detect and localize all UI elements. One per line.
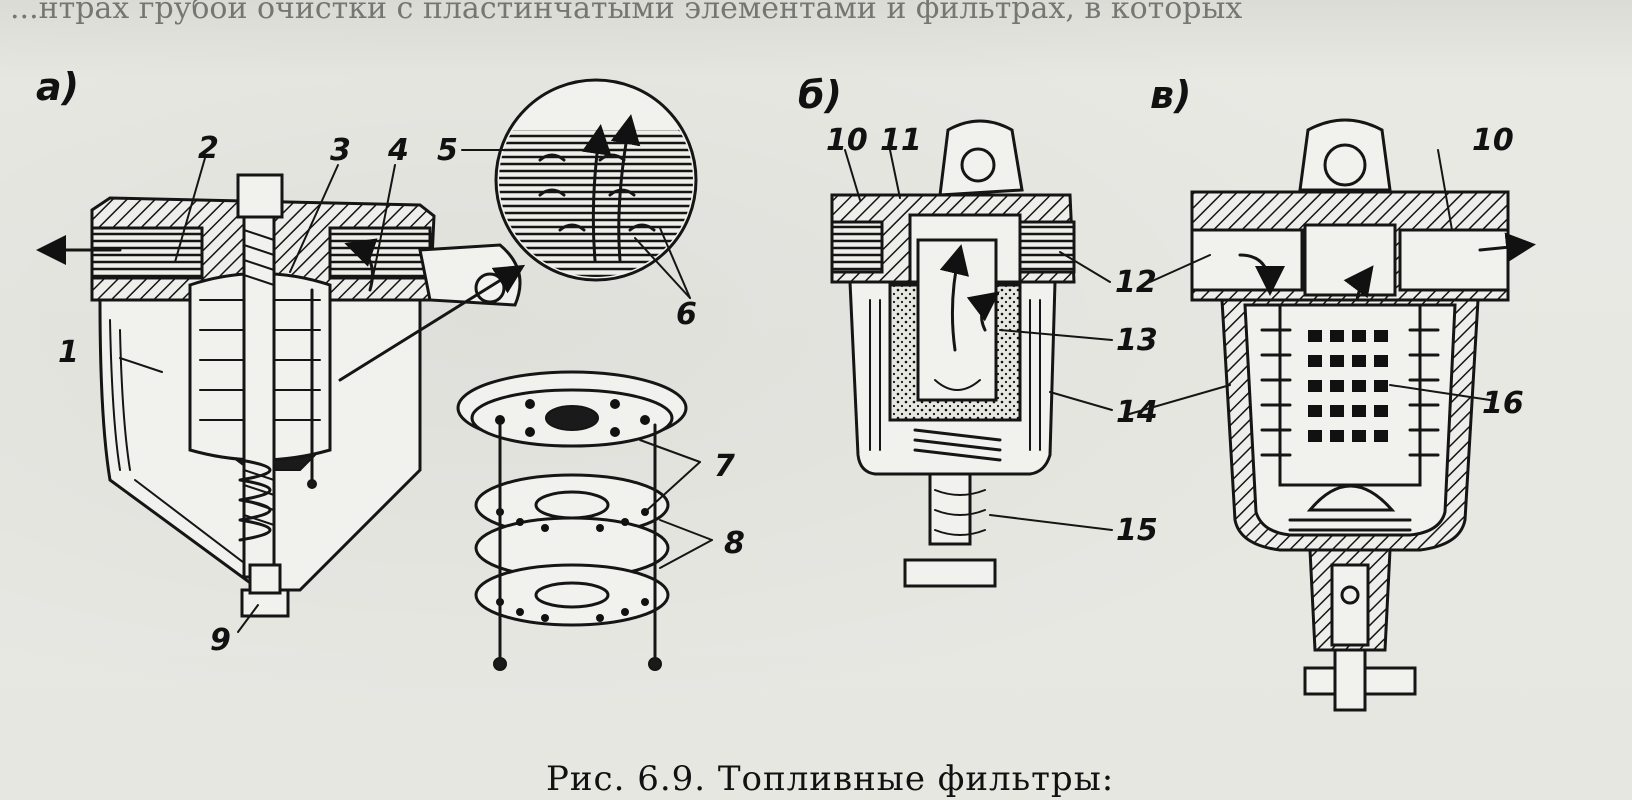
- callout-10-c: 10: [1472, 123, 1514, 158]
- callout-16: 16: [1482, 386, 1524, 421]
- callout-4: 4: [387, 133, 409, 168]
- panel-c-fine-filter: в): [1125, 73, 1536, 712]
- callout-2: 2: [198, 131, 219, 166]
- figure-caption: Рис. 6.9. Топливные фильтры:: [546, 759, 1114, 799]
- panel-b-fine-filter: б) 10 11 12 13 14 15: [798, 73, 1158, 588]
- callout-7: 7: [714, 449, 735, 484]
- panel-a-coarse-filter: а): [36, 65, 745, 671]
- callout-6: 6: [676, 297, 697, 332]
- callout-8: 8: [724, 526, 745, 561]
- top-cut-text: ...нтрах грубой очистки с пластинчатыми …: [10, 0, 1242, 26]
- callout-3: 3: [330, 133, 351, 168]
- callout-5: 5: [437, 133, 458, 168]
- callout-1: 1: [58, 335, 79, 370]
- callout-10-b: 10: [826, 123, 868, 158]
- callout-15: 15: [1116, 513, 1158, 548]
- callout-11: 11: [880, 123, 922, 158]
- panel-label-a: а): [36, 65, 79, 109]
- panel-label-c: в): [1150, 73, 1191, 117]
- callout-9: 9: [210, 623, 231, 658]
- panel-label-b: б): [798, 73, 842, 117]
- callout-13: 13: [1116, 323, 1158, 358]
